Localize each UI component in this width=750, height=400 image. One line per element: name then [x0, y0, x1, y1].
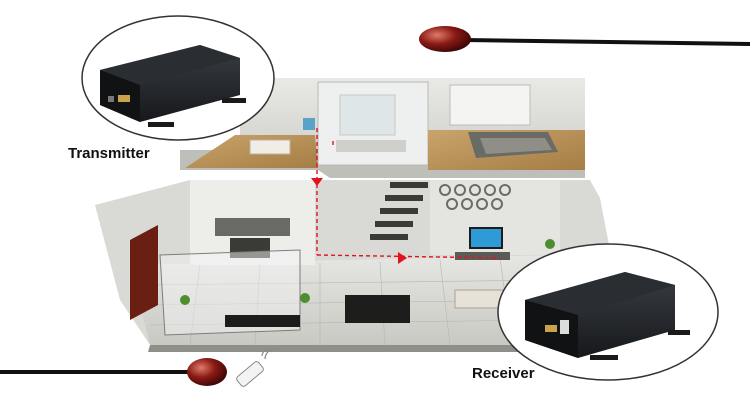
- plant-left: [180, 295, 190, 305]
- house-cutaway: [95, 78, 610, 352]
- receiver-callout: [497, 243, 719, 381]
- transmitter-port: [108, 96, 114, 102]
- kitchen-counter: [215, 218, 290, 236]
- upper-tv: [303, 118, 315, 130]
- transmitter-foot: [222, 98, 246, 103]
- receiver-foot: [668, 330, 690, 335]
- front-glass-wall: [159, 249, 301, 336]
- remote-control-icon: [236, 348, 276, 387]
- ir-emitter-icon: [187, 358, 227, 386]
- tv-stand: [455, 252, 510, 260]
- receiver-port: [545, 325, 557, 332]
- transmitter-port: [118, 95, 130, 102]
- bed-blanket: [480, 138, 552, 154]
- signal-arrow-icon: [398, 252, 407, 264]
- transmitter-label: Transmitter: [68, 145, 150, 162]
- bathroom-counter: [336, 140, 406, 152]
- bathroom-mirror: [339, 94, 396, 136]
- transmitter-top-face: [100, 45, 240, 85]
- receiver-top-face: [525, 272, 675, 315]
- receiver-port: [560, 320, 569, 334]
- ir-emitter-cable: [0, 348, 276, 387]
- transmitter-callout: [81, 15, 275, 141]
- upper-sofa: [249, 139, 291, 155]
- plant-middle: [300, 293, 310, 303]
- receiver-label: Receiver: [472, 365, 535, 382]
- ir-sensor-icon: [419, 26, 471, 52]
- entry-door: [130, 225, 158, 320]
- transmitter-foot: [148, 122, 174, 127]
- bedroom-window: [449, 84, 531, 126]
- living-room-tv: [469, 227, 503, 249]
- plant-right: [545, 239, 555, 249]
- signal-arrow-icon: [311, 178, 323, 186]
- staircase: [370, 182, 428, 240]
- circle-wall-pattern: [439, 184, 511, 210]
- receiver-foot: [590, 355, 618, 360]
- base-slab: [148, 345, 540, 352]
- signal-path: [316, 128, 501, 259]
- ir-sensor-cable: [419, 26, 750, 52]
- black-bench: [225, 315, 300, 327]
- dining-table: [345, 295, 410, 323]
